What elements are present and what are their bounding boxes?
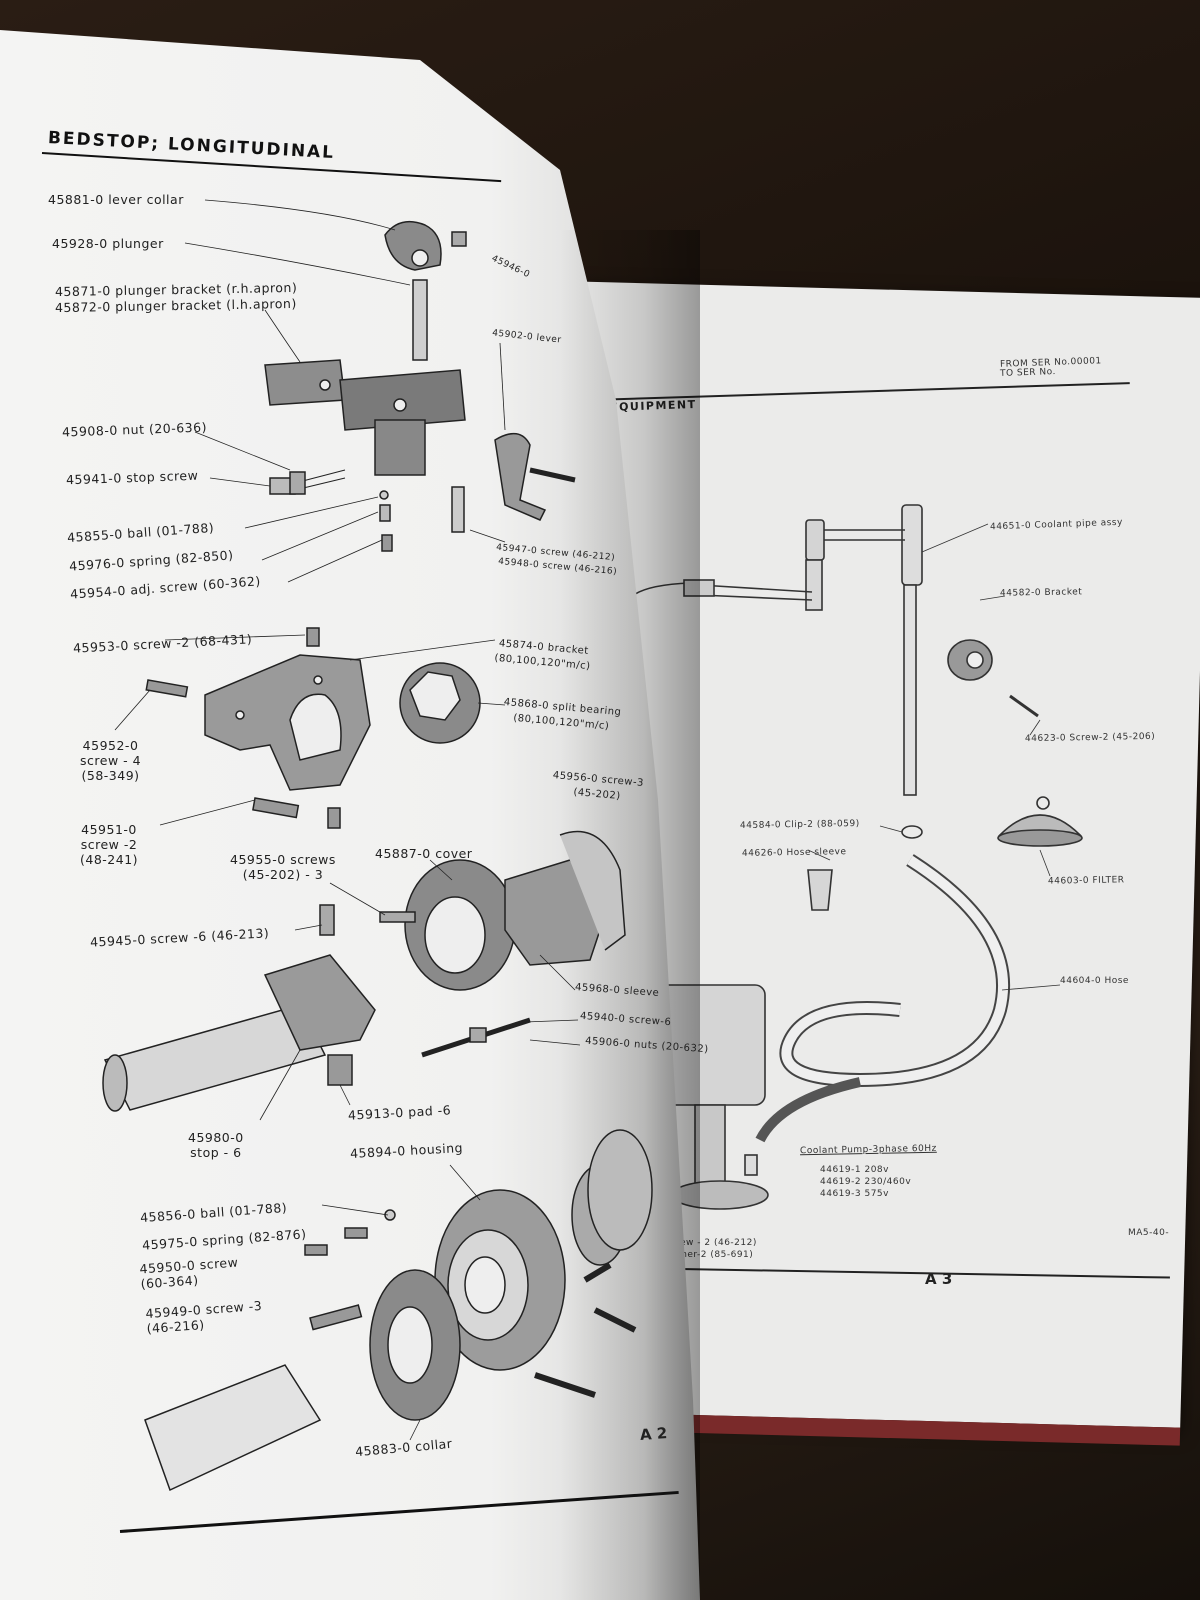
label-pump-208v: 44619-1 208v bbox=[820, 1165, 889, 1175]
label-screw-partial: rew - 2 (46-212) bbox=[676, 1238, 757, 1248]
label-washer-partial: sher-2 (85-691) bbox=[676, 1250, 754, 1260]
left-page-number: A 2 bbox=[639, 1424, 668, 1444]
label-screws-45955: 45955-0 screws (45-202) - 3 bbox=[230, 852, 336, 882]
label-pump-575v: 44619-3 575v bbox=[820, 1189, 889, 1199]
label-screw-48-241: 45951-0 screw -2 (48-241) bbox=[80, 822, 139, 867]
label-hose: 44604-0 Hose bbox=[1060, 976, 1129, 986]
label-stop-45980: 45980-0 stop - 6 bbox=[188, 1130, 244, 1160]
doc-code: MA5-40- bbox=[1128, 1228, 1170, 1238]
label-screw-58-349: 45952-0 screw - 4 (58-349) bbox=[80, 738, 142, 783]
left-page bbox=[0, 30, 700, 1600]
label-plunger: 45928-0 plunger bbox=[52, 236, 164, 251]
right-page-number: A 3 bbox=[925, 1270, 953, 1288]
label-lever-collar: 45881-0 lever collar bbox=[48, 192, 184, 207]
label-pump-230-460v: 44619-2 230/460v bbox=[820, 1177, 912, 1187]
label-cover: 45887-0 cover bbox=[375, 846, 473, 861]
